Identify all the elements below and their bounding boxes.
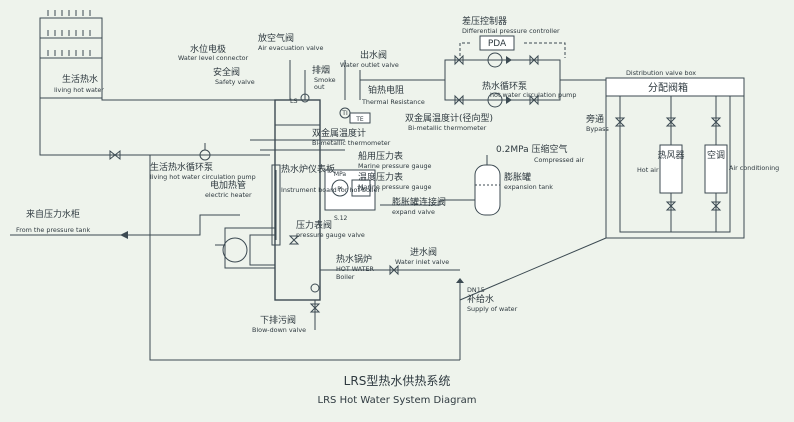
boiler-en1: HOT WATER <box>336 265 375 273</box>
pi-tag: PI <box>337 186 343 193</box>
living-circ-en: living hot water circulation pump <box>150 173 256 181</box>
boiler-en2: Boiler <box>336 273 355 281</box>
ta-tag: TA <box>356 186 365 193</box>
bimetal-en: Bi-metallic thermometer <box>312 139 391 147</box>
exp-tank-zh: 膨胀罐 <box>504 171 531 183</box>
electric-heater <box>271 164 281 246</box>
safety-zh: 安全阀 <box>213 66 240 78</box>
safety-en: Safety valve <box>215 78 255 86</box>
circ-pump-zh: 热水循环泵 <box>482 80 527 92</box>
thermal-res-zh: 铂热电阻 <box>368 84 404 96</box>
compressed-en: Compressed air <box>534 156 584 164</box>
level-zh: 水位电极 <box>190 43 226 55</box>
pump-valve-3[interactable] <box>529 54 539 66</box>
living-hot-water-radiator <box>39 10 103 99</box>
pump-valve-1[interactable] <box>454 54 464 66</box>
smoke-en2: out <box>314 83 325 91</box>
burner <box>215 227 276 269</box>
pda-controller <box>479 35 515 51</box>
exp-tank-en: expansion tank <box>504 183 553 191</box>
te-tag: TE <box>355 116 364 123</box>
ls-tag: LS <box>290 97 298 105</box>
expansion-tank <box>380 155 501 216</box>
pressure-tank-en: From the pressure tank <box>16 226 90 234</box>
living-circulation-valve[interactable] <box>109 149 121 161</box>
panel-code: S.12 <box>334 215 348 222</box>
exp-valve-en: expand valve <box>392 208 435 216</box>
pump-icon-1 <box>487 52 503 68</box>
dist-box-zh: 分配阀箱 <box>648 81 688 94</box>
water-inlet-valve[interactable] <box>389 264 399 276</box>
outlet-zh: 出水阀 <box>360 49 387 61</box>
blowdown-en: Blow-down valve <box>252 326 306 334</box>
exp-valve-zh: 膨胀罐连接阀 <box>392 196 446 208</box>
panel-en: Instrument board for hot boiler <box>281 186 380 194</box>
heater-zh: 电加热管 <box>210 179 246 191</box>
hot-air-zh: 热风器 <box>657 149 684 161</box>
pda-tag: PDA <box>488 39 507 49</box>
inlet-zh: 进水阀 <box>410 246 437 258</box>
thermal-res-en: Thermal Resistance <box>361 98 425 106</box>
bypass-zh: 旁通 <box>586 113 604 125</box>
circ-pump-en: hot water circulation pump <box>490 91 576 99</box>
aircon-valve-top[interactable] <box>710 117 722 127</box>
panel-zh: 热水炉仪表板 <box>281 163 335 175</box>
living-hot-label-zh: 生活热水 <box>62 73 98 85</box>
level-sensor-icon <box>300 93 310 103</box>
air-evac-zh: 放空气阀 <box>258 32 294 44</box>
mpa-tag: MPa <box>334 171 347 178</box>
compressed-zh: 0.2MPa 压缩空气 <box>496 143 567 155</box>
supply-zh: 补给水 <box>467 293 494 305</box>
smoke-zh: 排烟 <box>312 64 330 76</box>
marine-gauge1-en: Marine pressure gauge <box>358 162 432 170</box>
boiler-zh: 热水锅炉 <box>336 253 372 265</box>
heater-en: electric heater <box>205 191 252 199</box>
living-circ-zh: 生活热水循环泵 <box>150 161 213 173</box>
hot-air-valve-top[interactable] <box>665 117 677 127</box>
marine-gauge2-en: Marine pressure gauge <box>358 183 432 191</box>
marine-gauge1-zh: 船用压力表 <box>358 150 403 162</box>
hot-air-valve-bottom[interactable] <box>665 201 677 211</box>
gauge-valve-zh: 压力表阀 <box>296 219 332 231</box>
blowdown-valve[interactable] <box>309 303 321 313</box>
aircon-en: Air conditioning <box>729 164 779 172</box>
bypass-en: Bypass <box>586 125 609 133</box>
pda-label-zh: 差压控制器 <box>462 15 507 27</box>
blowdown-zh: 下排污阀 <box>260 314 296 326</box>
pressure-tank-zh: 来自压力水柜 <box>26 208 80 220</box>
dist-box-en: Distribution valve box <box>626 69 696 77</box>
bypass-valve[interactable] <box>614 117 626 127</box>
marine-gauge2-zh: 温度压力表 <box>358 171 403 183</box>
title-en: LRS Hot Water System Diagram <box>318 395 477 406</box>
title-zh: LRS型热水供热系统 <box>344 374 451 388</box>
gauge-valve[interactable] <box>288 235 300 245</box>
living-hot-label-en: living hot water <box>54 86 104 94</box>
smoke-en1: Smoke <box>314 76 336 84</box>
pump-valve-2[interactable] <box>454 94 464 106</box>
hot-air-en: Hot air <box>637 166 659 174</box>
aircon-valve-bottom[interactable] <box>710 201 722 211</box>
gauge-valve-en: pressure gauge valve <box>296 231 365 239</box>
pda-label-en: Differential pressure controller <box>462 27 560 35</box>
outlet-en: Water outlet valve <box>340 61 399 69</box>
supply-en: Supply of water <box>467 305 518 313</box>
pump-valve-4[interactable] <box>529 94 539 106</box>
instrument-panel <box>324 169 376 211</box>
pump-icon-2 <box>487 92 503 108</box>
level-en: Water level connector <box>178 54 249 62</box>
air-evac-en: Air evacuation valve <box>258 44 323 52</box>
boiler-body <box>250 99 345 301</box>
inlet-en: Water inlet valve <box>395 258 449 266</box>
ti-tag: TI <box>341 110 348 117</box>
aircon-zh: 空调 <box>707 149 725 161</box>
supply-tag: DN15 <box>467 286 485 294</box>
bimetal-zh: 双金属温度计 <box>312 127 366 139</box>
distribution-box <box>605 77 745 97</box>
bimetal-radial-en: Bi-metallic thermometer <box>408 124 487 132</box>
bimetal-radial-zh: 双金属温度计(径向型) <box>405 112 493 124</box>
